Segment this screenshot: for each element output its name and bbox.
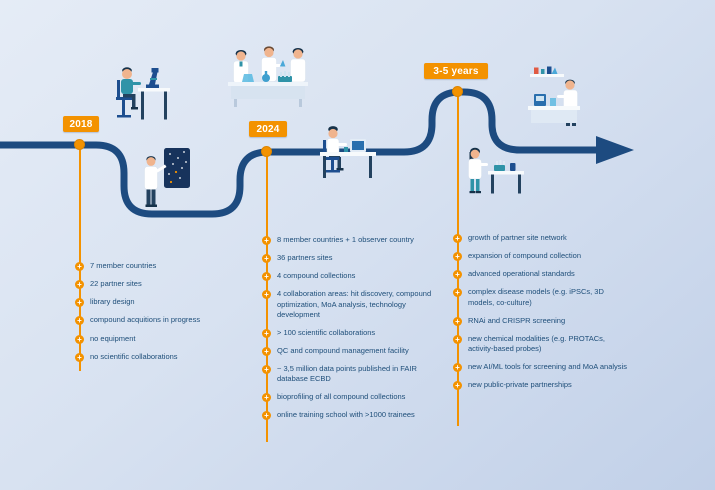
milestone-list-2024: +8 member countries + 1 observer country… xyxy=(262,235,432,429)
milestone-label-3-5-years: 3-5 years xyxy=(424,63,488,79)
plus-icon: + xyxy=(453,252,462,262)
connector-line-2018 xyxy=(79,145,81,371)
illustration-scientist-group xyxy=(228,46,308,107)
timeline-item: + advanced operational standards xyxy=(453,269,631,280)
timeline-item-text: library design xyxy=(90,297,135,307)
timeline-item-text: new public-private partnerships xyxy=(468,380,572,390)
timeline-item: + bioprofiling of all compound collection… xyxy=(262,392,432,403)
plus-icon: + xyxy=(75,316,84,326)
plus-icon: + xyxy=(262,290,271,300)
timeline-item-text: no equipment xyxy=(90,333,136,343)
timeline-item: + expansion of compound collection xyxy=(453,251,631,262)
timeline-item: +7 member countries xyxy=(75,261,245,271)
timeline-item-text: complex disease models (e.g. iPSCs, 3D m… xyxy=(468,287,604,307)
plus-icon: + xyxy=(262,411,271,421)
plus-icon: + xyxy=(453,381,462,391)
timeline-item: + no scientific collaborations xyxy=(75,352,245,362)
timeline-item: +4 compound collections xyxy=(262,271,432,282)
illustration-scientist-data-board xyxy=(144,148,190,207)
plus-icon: + xyxy=(453,316,462,326)
timeline-item: + > 100 scientific collaborations xyxy=(262,328,432,338)
timeline-item: + ~ 3,5 million data points published in … xyxy=(262,364,432,384)
plus-icon: + xyxy=(262,272,271,282)
timeline-item: +22 partner sites xyxy=(75,279,245,290)
timeline-item: +4 collaboration areas: hit discovery, c… xyxy=(262,289,432,319)
milestone-marker-2018 xyxy=(74,139,85,150)
plus-icon: + xyxy=(262,393,271,403)
timeline-item: + online training school with >1000 train… xyxy=(262,410,432,421)
illustration-scientist-bench xyxy=(528,66,580,126)
timeline-item-text: compound acquitions in progress xyxy=(90,315,201,325)
timeline-item: + library design xyxy=(75,297,245,308)
timeline-item-text: 4 compound collections xyxy=(277,271,356,281)
timeline-item: +36 partners sites xyxy=(262,253,432,264)
plus-icon: + xyxy=(262,346,271,356)
timeline-item-text: no scientific collaborations xyxy=(90,351,178,361)
timeline-item-text: expansion of compound collection xyxy=(468,251,581,261)
plus-icon: + xyxy=(75,352,84,362)
plus-icon: + xyxy=(262,328,271,338)
milestone-list-2018: +7 member countries+22 partner sites+lib… xyxy=(75,261,245,370)
timeline-item-text: online training school with >1000 traine… xyxy=(277,410,415,420)
plus-icon: + xyxy=(453,288,462,298)
timeline-item-text: RNAi and CRISPR screening xyxy=(468,315,566,325)
plus-icon: + xyxy=(75,334,84,344)
milestone-label-2018: 2018 xyxy=(63,116,99,132)
timeline-arrow xyxy=(596,136,634,164)
timeline-item-text: ~ 3,5 million data points published in F… xyxy=(277,364,417,384)
timeline-item: + QC and compound management facility xyxy=(262,346,432,356)
plus-icon: + xyxy=(262,365,271,374)
illustration-scientist-desk xyxy=(320,126,376,178)
illustration-scientist-samples xyxy=(468,147,524,194)
timeline-item: + growth of partner site network xyxy=(453,233,631,243)
timeline-item: + RNAi and CRISPR screening xyxy=(453,316,631,326)
plus-icon: + xyxy=(453,363,462,372)
illustration-scientist-microscope xyxy=(116,67,170,120)
plus-icon: + xyxy=(262,254,271,264)
milestone-label-2024: 2024 xyxy=(249,121,287,137)
plus-icon: + xyxy=(453,334,462,344)
plus-icon: + xyxy=(75,262,84,271)
timeline-item: + no equipment xyxy=(75,334,245,344)
timeline-item-text: growth of partner site network xyxy=(468,233,567,242)
timeline-item-text: new AI/ML tools for screening and MoA an… xyxy=(468,362,627,371)
timeline-item-text: 22 partner sites xyxy=(90,279,142,289)
timeline-item: +8 member countries + 1 observer country xyxy=(262,235,432,245)
milestone-marker-3-5-years xyxy=(452,86,463,97)
timeline-item-text: 8 member countries + 1 observer country xyxy=(277,235,414,244)
plus-icon: + xyxy=(262,236,271,245)
timeline-item-text: 7 member countries xyxy=(90,261,157,270)
plus-icon: + xyxy=(75,298,84,308)
timeline-item: + new AI/ML tools for screening and MoA a… xyxy=(453,362,631,372)
timeline-item-text: 36 partners sites xyxy=(277,253,333,263)
timeline-item-text: bioprofiling of all compound collections xyxy=(277,392,406,402)
timeline-item: + new public-private partnerships xyxy=(453,380,631,391)
timeline-item-text: QC and compound management facility xyxy=(277,345,409,355)
plus-icon: + xyxy=(453,270,462,280)
timeline-item: + new chemical modalities (e.g. PROTACs, … xyxy=(453,334,631,354)
timeline-item-text: 4 collaboration areas: hit discovery, co… xyxy=(277,289,432,319)
milestone-marker-2024 xyxy=(261,146,272,157)
timeline-item: + complex disease models (e.g. iPSCs, 3D … xyxy=(453,287,631,307)
plus-icon: + xyxy=(453,234,462,243)
timeline-item-text: > 100 scientific collaborations xyxy=(277,327,376,337)
timeline-item: + compound acquitions in progress xyxy=(75,315,245,326)
timeline-item-text: new chemical modalities (e.g. PROTACs, a… xyxy=(468,333,605,353)
timeline-item-text: advanced operational standards xyxy=(468,269,575,279)
plus-icon: + xyxy=(75,280,84,290)
milestone-list-3-5-years: + growth of partner site network + expansio… xyxy=(453,233,631,398)
